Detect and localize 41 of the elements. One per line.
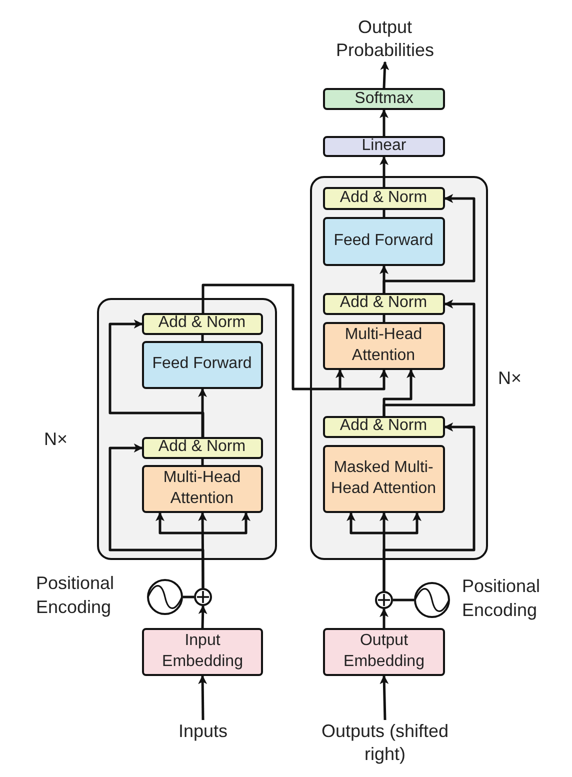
box-label: Add & Norm xyxy=(340,293,428,314)
box-label: Output Embedding xyxy=(342,631,426,672)
repeated-layer-stack xyxy=(310,176,488,560)
feed-forward-box xyxy=(322,216,444,266)
side-label: N× xyxy=(44,428,69,451)
attention-box xyxy=(142,464,262,512)
side-label: Positional Encoding xyxy=(462,575,542,622)
feed-forward-box xyxy=(142,340,262,388)
box-label: Multi-Head Attention xyxy=(344,324,424,366)
box-label: Add & Norm xyxy=(340,416,428,436)
sine-wave-symbol xyxy=(414,582,450,618)
io-label: Output Probabilities xyxy=(320,16,450,62)
sine-wave-symbol xyxy=(147,579,183,615)
linear-box xyxy=(323,136,445,157)
add-norm-box xyxy=(322,292,444,314)
add-symbol xyxy=(194,588,212,606)
box-label: Add & Norm xyxy=(340,188,428,208)
box-label: Add & Norm xyxy=(158,313,246,334)
embedding-box xyxy=(323,628,445,676)
box-label: Multi-Head Attention xyxy=(162,468,242,508)
attention-box xyxy=(322,444,444,512)
box-label: Linear xyxy=(362,136,406,156)
side-label: Positional Encoding xyxy=(36,572,116,620)
embedding-box xyxy=(142,628,263,676)
repeated-layer-stack xyxy=(97,298,277,560)
box-label: Feed Forward xyxy=(334,230,434,251)
io-label: Outputs (shifted right) xyxy=(315,720,455,766)
box-label: Add & Norm xyxy=(158,437,246,458)
add-norm-box xyxy=(142,436,262,458)
add-norm-box xyxy=(322,186,444,210)
add-norm-box xyxy=(322,416,444,438)
softmax-box xyxy=(323,88,445,110)
box-label: Softmax xyxy=(354,88,414,109)
add-norm-box xyxy=(142,312,262,334)
box-label: Masked Multi-Head Attention xyxy=(330,458,437,498)
io-label: Inputs xyxy=(165,720,241,744)
add-symbol xyxy=(375,591,393,609)
box-label: Input Embedding xyxy=(161,631,244,672)
side-label: N× xyxy=(498,367,523,390)
attention-box xyxy=(322,322,444,370)
box-label: Feed Forward xyxy=(152,354,252,374)
